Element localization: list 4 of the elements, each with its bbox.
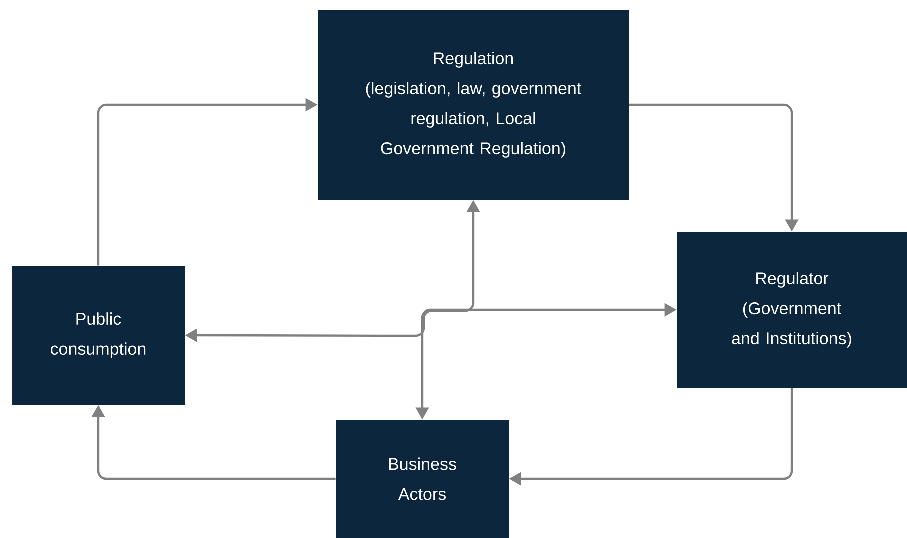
process-box: Public consumption: [12, 266, 185, 405]
process-box: Business Actors: [336, 420, 509, 538]
process-box: Regulation (legislation, law, government regulation, Local Government Regulation): [318, 10, 629, 200]
process-box: Regulator (Government and Institutions): [677, 232, 907, 388]
